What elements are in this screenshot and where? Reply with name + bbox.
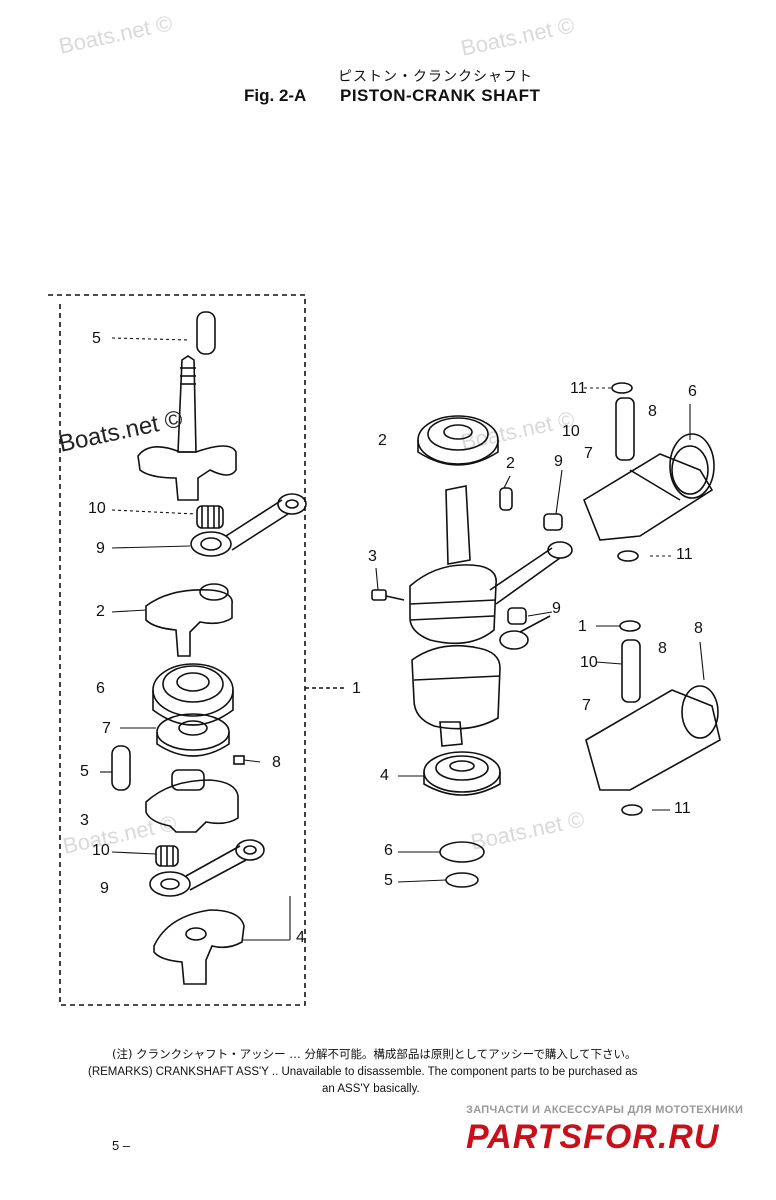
upper-clip-part xyxy=(611,382,633,394)
figure-title-japanese: ピストン・クランクシャフト xyxy=(338,69,533,85)
upper-piston-ring-part xyxy=(669,433,715,499)
crank-pin-part xyxy=(196,311,216,355)
page-number: 5 – xyxy=(112,1138,131,1153)
remarks-english-line1: (REMARKS) CRANKSHAFT ASS'Y .. Unavailabl… xyxy=(88,1066,638,1078)
callout-right-11-bottom: 11 xyxy=(674,800,691,817)
lower-clip-ring-part xyxy=(445,872,479,888)
callout-right-11-top: 11 xyxy=(570,380,587,397)
shop-logo: PARTSFOR.RU xyxy=(466,1118,720,1156)
screw-part xyxy=(371,589,387,601)
callout-right-4: 4 xyxy=(380,767,389,784)
assembly-dashed-boundary xyxy=(48,294,306,1006)
callout-right-6: 6 xyxy=(688,383,697,400)
lower-crank-web-part xyxy=(145,769,239,833)
key-upper-part xyxy=(499,487,513,511)
oil-seal-part xyxy=(156,713,230,757)
callout-right-5: 5 xyxy=(384,872,393,889)
callout-right-7: 7 xyxy=(584,445,593,462)
lower-piston-part xyxy=(585,685,721,791)
callout-right-10-low: 10 xyxy=(580,654,598,671)
bottom-crank-web-part xyxy=(153,909,245,985)
callout-right-10: 10 xyxy=(562,423,580,440)
assembled-crankshaft-part xyxy=(409,485,501,747)
callout-right-2-key: 2 xyxy=(506,455,515,472)
figure-title: PISTON-CRANK SHAFT xyxy=(340,86,541,105)
remarks-japanese: (注) クランクシャフト・アッシー … 分解不可能。構成部品は原則としてアッシー… xyxy=(112,1047,637,1061)
callout-right-11-mid: 11 xyxy=(676,546,693,563)
upper-crankshaft-part xyxy=(137,355,237,501)
callout-right-8-outer: 8 xyxy=(694,620,703,637)
connecting-rod-part xyxy=(190,493,307,557)
callout-left-10: 10 xyxy=(88,500,106,517)
needle-bearing-lower-part xyxy=(155,845,179,867)
shop-tagline: ЗАПЧАСТИ И АКСЕССУАРЫ ДЛЯ МОТОТЕХНИКИ xyxy=(466,1104,744,1116)
callout-right-9-mid: 9 xyxy=(552,600,561,617)
callout-right-7-low: 7 xyxy=(582,697,591,714)
callout-left-7: 7 xyxy=(102,720,111,737)
key-part xyxy=(233,755,245,765)
callout-right-11-low: 1 xyxy=(578,618,587,635)
right-conrod-part xyxy=(489,541,573,650)
needle-bearing-part xyxy=(196,505,224,529)
ball-bearing-part xyxy=(152,663,234,726)
callout-right-8: 8 xyxy=(648,403,657,420)
callout-left-6: 6 xyxy=(96,680,105,697)
crank-pin-lower-part xyxy=(111,745,131,791)
connecting-rod-lower-part xyxy=(149,839,265,897)
callout-right-9-top: 9 xyxy=(554,453,563,470)
callout-left-8: 8 xyxy=(272,754,281,771)
lower-piston-pin-part xyxy=(621,639,641,703)
lower-clip-bottom-part xyxy=(621,804,643,816)
callout-left-4: 4 xyxy=(296,929,305,946)
upper-ball-bearing-part xyxy=(417,415,499,466)
callout-left-2: 2 xyxy=(96,603,105,620)
callout-left-10-lower: 10 xyxy=(92,842,110,859)
right-needle-bearing-part xyxy=(507,513,563,625)
figure-number: Fig. 2-A xyxy=(244,86,307,105)
callout-right-8-low: 8 xyxy=(658,640,667,657)
lower-clip-top-part xyxy=(619,620,641,632)
callout-right-6-low: 6 xyxy=(384,842,393,859)
callout-right-2-bearing: 2 xyxy=(378,432,387,449)
callout-left-9-lower: 9 xyxy=(100,880,109,897)
upper-piston-part xyxy=(583,445,714,541)
callout-assembly-1: 1 xyxy=(352,680,361,697)
upper-clip-lower-part xyxy=(617,550,639,562)
lower-ball-bearing-part xyxy=(423,751,501,796)
callout-left-3: 3 xyxy=(80,812,89,829)
callout-left-5-lower: 5 xyxy=(80,763,89,780)
callout-left-5: 5 xyxy=(92,330,101,347)
crank-web-part xyxy=(145,583,233,657)
lower-seal-part xyxy=(439,841,485,863)
callout-left-9: 9 xyxy=(96,540,105,557)
remarks-english-line2: an ASS'Y basically. xyxy=(322,1083,420,1095)
callout-right-3: 3 xyxy=(368,548,377,565)
upper-piston-pin-part xyxy=(615,397,635,461)
